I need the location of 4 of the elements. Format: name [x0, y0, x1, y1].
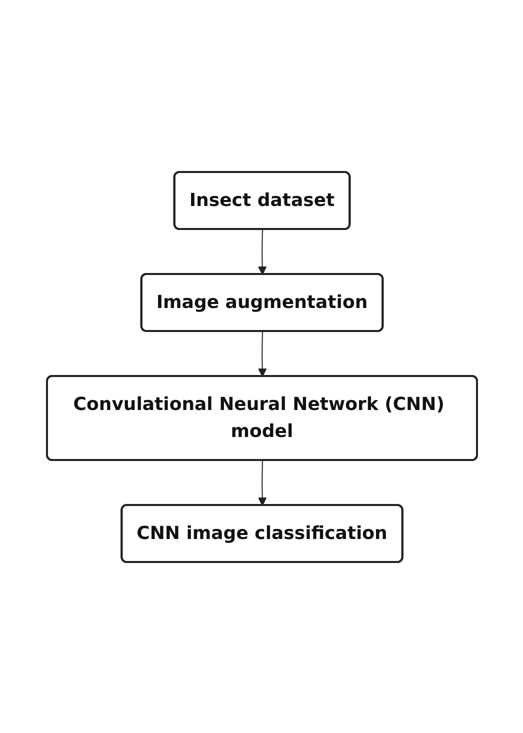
node-text: Convulational Neural Network (CNN) model — [72, 394, 444, 442]
arrow — [257, 330, 266, 376]
arrow — [257, 460, 266, 506]
arrow — [257, 228, 266, 274]
